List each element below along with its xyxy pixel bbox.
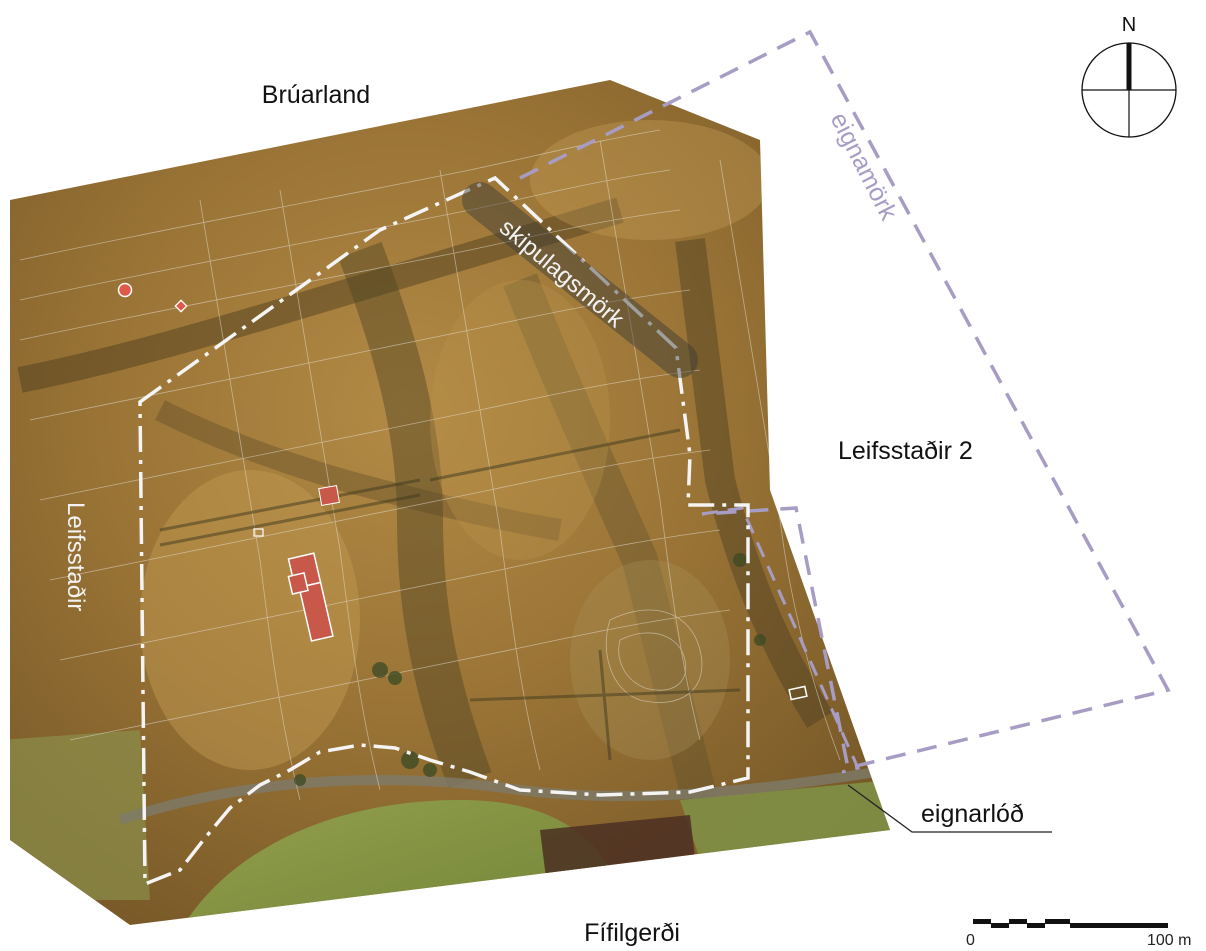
skipulagsmork-boundary [138, 175, 750, 887]
label-eignarlod: eignarlóð [921, 800, 1024, 828]
scale-bar: 0 100 m [966, 919, 1191, 949]
scale-end: 100 m [1147, 932, 1191, 949]
main-building [287, 552, 334, 642]
shed-structure [788, 685, 808, 701]
label-fifilgerdi: Fífilgerði [584, 919, 680, 947]
eignarlod-boundary [701, 506, 861, 774]
eignamork-boundary [519, 29, 1171, 771]
marker-circle [117, 282, 133, 298]
label-leifsstadir: Leifsstaðir [62, 502, 89, 611]
outbuilding [318, 484, 341, 507]
eignarlod-leader [847, 784, 1052, 833]
label-bruarland: Brúarland [262, 81, 370, 109]
marker-diamond [174, 299, 188, 313]
buildings [117, 282, 808, 701]
aerial-photo [10, 80, 890, 925]
label-leifsstadir-2: Leifsstaðir 2 [838, 437, 973, 465]
north-label: N [1122, 14, 1136, 36]
label-eignamork: eignamörk [825, 108, 903, 225]
scale-start: 0 [966, 932, 975, 949]
north-arrow: N [1081, 14, 1177, 138]
small-structure [253, 528, 264, 537]
